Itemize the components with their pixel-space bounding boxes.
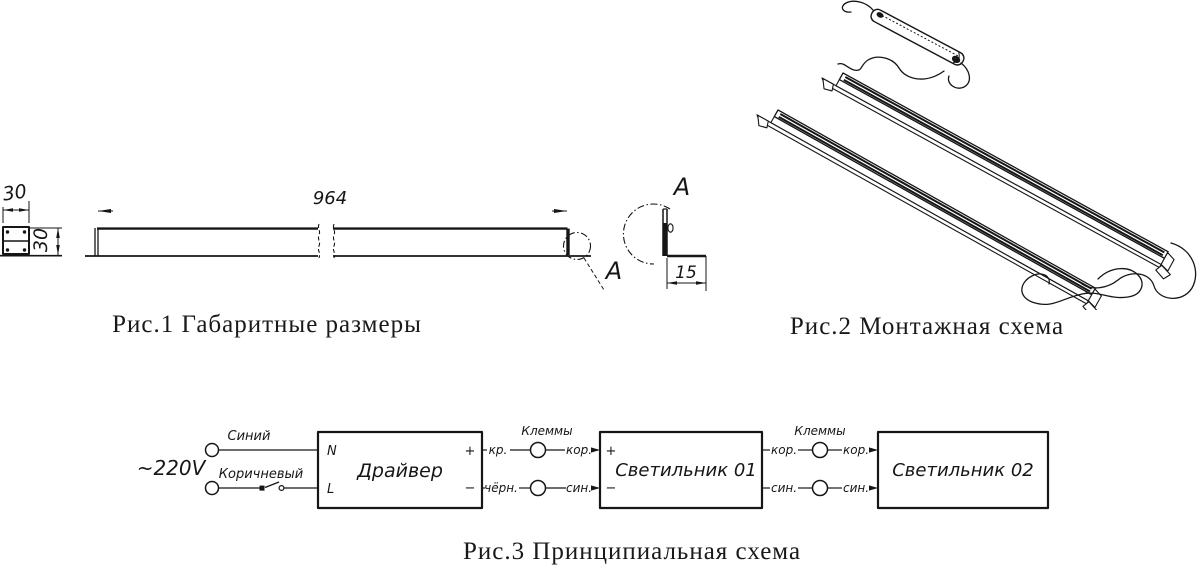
wire-kor2-label: кор. <box>771 443 797 457</box>
terminal <box>529 441 547 459</box>
wire-lum1-lum2-bottom: син. син. <box>762 479 878 497</box>
driver-wire-to-rail <box>837 56 945 80</box>
driver-minus: − <box>465 481 476 496</box>
upper-rail <box>821 72 1175 280</box>
lower-rail-wire <box>1021 268 1143 306</box>
wire-sin3-label: син. <box>843 481 869 495</box>
wire-sin-label: син. <box>566 481 592 495</box>
terminal <box>529 479 547 497</box>
wire-kr-label: кр. <box>489 443 508 457</box>
fig1-caption: Рис.1 Габаритные размеры <box>112 311 422 338</box>
driver-wire-left <box>841 0 874 13</box>
driver-plus: + <box>465 444 476 459</box>
break-line <box>317 223 321 259</box>
detail-circle <box>562 231 592 261</box>
lum1-label: Светильник 01 <box>615 460 757 481</box>
wire-driver-lum1-top: кр. кор. <box>482 441 600 459</box>
luminaire2-box: Светильник 02 <box>876 430 1050 510</box>
voltage-label: ~220V <box>137 456 207 480</box>
driver-label: Драйвер <box>356 460 443 482</box>
cross-section-view: 30 30 <box>0 180 62 257</box>
break-line <box>332 223 336 259</box>
fig3-caption: Рис.3 Принципиальная схема <box>462 538 802 565</box>
upper-rail-wire <box>1081 242 1197 299</box>
supply-terminal-bottom <box>204 480 220 496</box>
side-view: 964 А <box>85 188 622 291</box>
driver-l-label: L <box>327 482 334 497</box>
wire-brown-label: Коричневый <box>219 467 303 482</box>
wire-sin2-label: син. <box>771 481 797 495</box>
wire-chern-label: чёрн. <box>484 481 518 495</box>
luminaire1-box: + − Светильник 01 <box>598 430 764 510</box>
detail-title-label: А <box>672 173 690 201</box>
switch <box>259 481 285 491</box>
lum1-plus: + <box>606 444 617 459</box>
dim-width-label: 30 <box>1 180 28 205</box>
terminal <box>811 479 829 497</box>
driver-box: N L Драйвер + − <box>316 430 484 510</box>
lum2-label: Светильник 02 <box>892 460 1034 481</box>
supply-terminal-top <box>204 442 220 458</box>
fig2-mounting-drawing <box>756 0 1197 310</box>
wire-kor-label: кор. <box>566 443 592 457</box>
terminals2-label: Клеммы <box>794 424 845 438</box>
wire-lum1-lum2-top: кор. кор. <box>762 441 878 459</box>
driver-tube <box>870 8 965 66</box>
driver-wire-right <box>947 62 971 89</box>
detail-view-a: А 15 <box>622 173 707 291</box>
lower-rail <box>756 109 1102 310</box>
dim-length-label: 964 <box>313 188 347 209</box>
wire-blue-label: Синий <box>228 429 271 444</box>
terminals1-label: Клеммы <box>521 424 572 438</box>
driver-n-label: N <box>327 444 337 459</box>
fig3-schematic: ~220V Синий Коричневый N L Драйвер + − к… <box>137 424 1050 510</box>
wire-driver-lum1-bottom: чёрн. син. <box>482 479 600 497</box>
detail-ref-label: А <box>604 257 622 285</box>
fig1-dimension-drawing: 30 30 964 <box>0 173 707 291</box>
dim-detail-label: 15 <box>675 263 697 283</box>
fig2-caption: Рис.2 Монтажная схема <box>789 313 1065 340</box>
lum1-minus: − <box>606 481 617 496</box>
terminal <box>811 441 829 459</box>
dim-height-label: 30 <box>30 228 52 252</box>
wire-kor3-label: кор. <box>843 443 869 457</box>
